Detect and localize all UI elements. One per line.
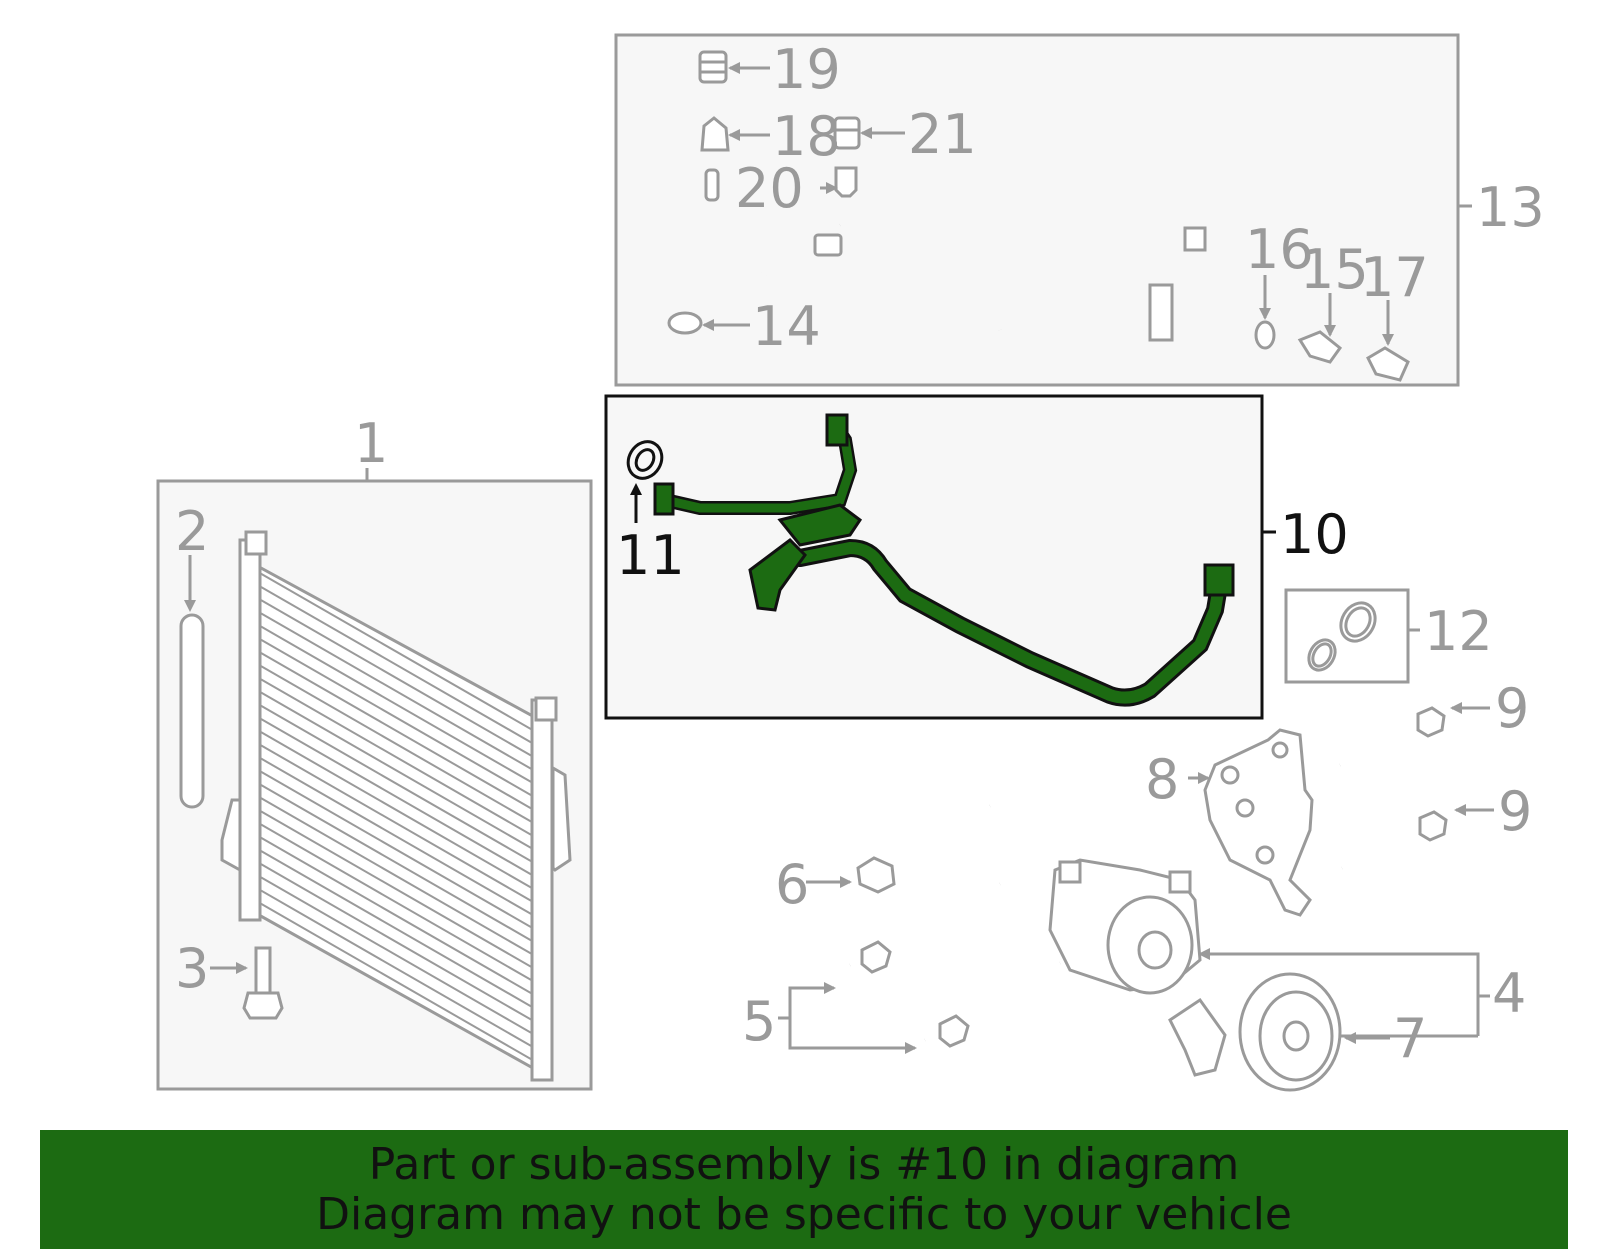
condenser-fin [257,874,537,1037]
condenser-fin [257,742,537,905]
hose-assembly-13-group [614,33,1472,387]
part-15-sensor [1297,330,1343,364]
banner-line-2: Diagram may not be specific to your vehi… [316,1188,1292,1240]
hose-assembly-13-illustration [696,168,1233,363]
callout-15: 15 [1300,238,1369,301]
callout-8: 8 [1145,748,1179,811]
condenser-fin [257,716,537,879]
condenser-fin [257,901,537,1063]
callout-11: 11 [616,524,685,587]
condenser-fin [257,887,537,1050]
condenser-fin [257,584,537,747]
condenser-fin [257,597,537,760]
condenser-fin [257,623,537,786]
callout-1: 1 [354,412,388,475]
part-9-bolt-upper [1339,706,1446,767]
callout-21: 21 [908,103,977,166]
callout-7: 7 [1393,1007,1427,1070]
part-20-valve [834,166,858,198]
part-6-bolt [856,804,991,894]
banner-line-1: Part or sub-assembly is #10 in diagram [368,1138,1240,1190]
condenser-fin [257,663,537,826]
callout-17: 17 [1360,246,1429,309]
part-16-o-ring [1254,320,1276,350]
callout-2: 2 [175,500,209,563]
condenser-fin [257,861,537,1024]
callout-12: 12 [1424,600,1493,663]
condenser-fin [257,650,537,813]
callout-6: 6 [775,853,809,916]
part-7-pulley [1168,972,1342,1092]
condenser-fin [257,703,537,865]
callout-14: 14 [752,295,821,358]
condenser-fin [257,571,537,733]
condenser-core [220,530,572,1082]
part-5-bolt-lower [924,961,1061,1048]
hose-assembly-10-box [604,394,1264,720]
part-14-o-ring [667,311,703,335]
callout-18: 18 [772,105,841,168]
part-8-bracket [1203,728,1314,917]
o-ring-kit-12-group [1284,588,1420,684]
callout-19: 19 [772,38,841,101]
hose-assembly-10-illustration [653,413,1235,707]
condenser-fin [257,689,537,852]
callout-3: 3 [175,937,209,1000]
part-9-bolt-lower [1341,810,1448,870]
callout-20: 20 [735,157,804,220]
condenser-fin [257,755,537,918]
callout-9-upper: 9 [1495,677,1529,740]
condenser-fin [257,821,537,984]
condenser-fin [257,769,537,931]
compressor-group [778,702,1494,1092]
condenser-fin [257,610,537,773]
hose-assembly-10-group [604,394,1276,720]
callout-5: 5 [742,990,776,1053]
condenser-fin [257,835,537,997]
callout-9-lower: 9 [1498,780,1532,843]
part-18-cap [700,116,730,152]
part-2-receiver-drier [179,613,205,809]
part-21-fitting [833,116,861,150]
condenser-fin [257,808,537,971]
part-17-sensor [1366,346,1410,382]
hose-assembly-13-box [614,33,1460,387]
condenser-fin [257,848,537,1011]
part-5-bolt-upper [849,882,1001,974]
part-19-fitting [698,50,728,84]
part-4-compressor [1048,858,1202,995]
callout-10: 10 [1280,503,1349,566]
callout-4: 4 [1492,962,1526,1025]
condenser-fin [257,795,537,958]
condenser-fin [257,637,537,799]
condenser-fin [257,729,537,892]
info-banner: Part or sub-assembly is #10 in diagram D… [40,1130,1568,1249]
part-3-bolt [242,946,284,1020]
condenser-1-group [156,468,593,1091]
callout-labels: 1 2 3 4 5 6 7 8 9 9 10 11 12 13 14 15 16… [175,38,1545,1070]
condenser-fin [257,676,537,839]
callout-13: 13 [1476,176,1545,239]
condenser-fin [257,782,537,945]
callout-16: 16 [1245,218,1314,281]
part-11-o-ring [626,440,664,480]
